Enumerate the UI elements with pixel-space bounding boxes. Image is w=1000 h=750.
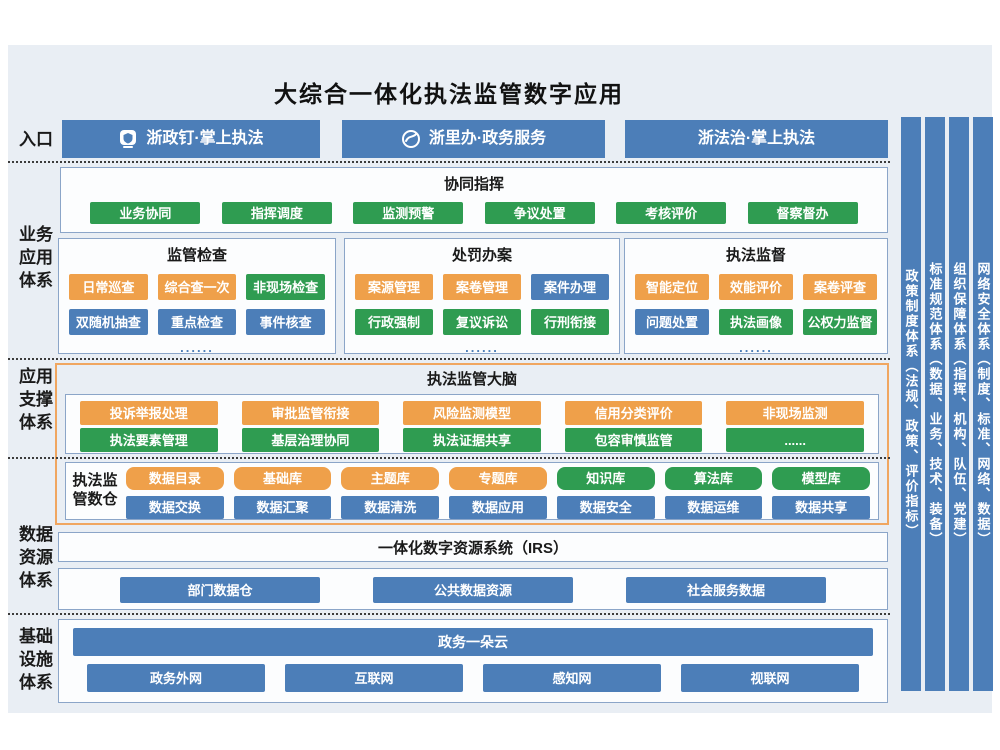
row-label-entry: 入口 xyxy=(19,130,53,149)
brain-item[interactable]: 信用分类评价 xyxy=(564,401,703,425)
warehouse-item[interactable]: 数据运维 xyxy=(664,496,763,519)
group-item[interactable]: 行政强制 xyxy=(355,309,433,335)
brain-item[interactable]: 基层治理协同 xyxy=(241,428,380,452)
warehouse-item[interactable]: 基础库 xyxy=(233,467,332,490)
warehouse-label: 执法监管数仓 xyxy=(72,472,118,508)
collab-item[interactable]: 争议处置 xyxy=(484,202,595,224)
group-item[interactable]: 公权力监督 xyxy=(803,309,877,335)
brain-box: 投诉举报处理 审批监管衔接 风险监测模型 信用分类评价 非现场监测 执法要素管理… xyxy=(65,394,879,454)
group-item[interactable]: 复议诉讼 xyxy=(443,309,521,335)
warehouse-item[interactable]: 数据安全 xyxy=(556,496,655,519)
collab-item[interactable]: 督察督办 xyxy=(747,202,858,224)
collab-title: 协同指挥 xyxy=(443,176,504,193)
irs-box: 一体化数字资源系统（IRS） xyxy=(58,532,888,562)
circle-swoosh-icon xyxy=(401,129,421,149)
brain-title: 执法监管大脑 xyxy=(426,371,517,388)
group-item[interactable]: 案卷评查 xyxy=(803,274,877,300)
warehouse-item[interactable]: 模型库 xyxy=(772,467,870,490)
group-item[interactable]: 案卷管理 xyxy=(443,274,521,300)
data-source-item[interactable]: 部门数据仓 xyxy=(120,577,320,603)
warehouse-item[interactable]: 知识库 xyxy=(556,467,655,490)
collab-item[interactable]: 业务协同 xyxy=(90,202,201,224)
collab-item[interactable]: 考核评价 xyxy=(616,202,727,224)
more-dots: ...... xyxy=(739,340,773,355)
warehouse-item[interactable]: 数据目录 xyxy=(126,467,224,490)
section-divider xyxy=(8,457,890,459)
group-box-punishment: 处罚办案 案源管理 案卷管理 案件办理 行政强制 复议诉讼 行刑衔接 .....… xyxy=(344,238,620,354)
infrastructure-box: 政务一朵云 政务外网 互联网 感知网 视联网 xyxy=(58,619,888,703)
group-item[interactable]: 日常巡查 xyxy=(69,274,148,300)
brain-item[interactable]: 非现场监测 xyxy=(726,401,864,425)
page-title: 大综合一体化执法监管数字应用 xyxy=(274,81,624,107)
group-item[interactable]: 智能定位 xyxy=(635,274,709,300)
brain-item[interactable]: 审批监管衔接 xyxy=(241,401,380,425)
warehouse-item[interactable]: 算法库 xyxy=(664,467,763,490)
group-title: 监管检查 xyxy=(166,247,227,264)
data-source-item[interactable]: 社会服务数据 xyxy=(626,577,826,603)
group-item[interactable]: 执法画像 xyxy=(719,309,793,335)
group-item[interactable]: 双随机抽查 xyxy=(69,309,148,335)
group-item[interactable]: 综合查一次 xyxy=(157,274,237,300)
warehouse-item[interactable]: 主题库 xyxy=(341,467,440,490)
group-item[interactable]: 效能评价 xyxy=(719,274,793,300)
group-title: 处罚办案 xyxy=(451,247,512,264)
collab-item[interactable]: 指挥调度 xyxy=(221,202,332,224)
network-item[interactable]: 感知网 xyxy=(483,664,661,692)
brain-item[interactable]: 包容审慎监管 xyxy=(564,428,703,452)
entry-app-zhefazhi[interactable]: 浙法治·掌上执法 xyxy=(625,120,888,158)
more-dots: ...... xyxy=(465,340,499,355)
network-item[interactable]: 互联网 xyxy=(285,664,463,692)
network-item[interactable]: 政务外网 xyxy=(87,664,265,692)
row-label-data: 数据资源体系 xyxy=(19,525,53,590)
badge-shield-icon xyxy=(118,129,138,149)
collab-command-box: 协同指挥 业务协同 指挥调度 监测预警 争议处置 考核评价 督察督办 xyxy=(60,167,888,233)
brain-item[interactable]: 执法证据共享 xyxy=(403,428,541,452)
entry-app-zhezhengding[interactable]: 浙政钉·掌上执法 xyxy=(62,120,320,158)
pillar-standard-system: 标准规范体系（数据、业务、技术、装备） xyxy=(925,117,945,691)
group-item[interactable]: 事件核查 xyxy=(246,309,326,335)
pillar-organization-system: 组织保障体系（指挥、机构、队伍、党建） xyxy=(949,117,969,691)
pillar-policy-system: 政策制度体系（法规、政策、评价指标） xyxy=(901,117,921,691)
data-sources-box: 部门数据仓 公共数据资源 社会服务数据 xyxy=(58,568,888,610)
warehouse-item[interactable]: 专题库 xyxy=(449,467,547,490)
diagram-panel: 大综合一体化执法监管数字应用 入口 业务应用体系 应用支撑体系 数据资源体系 基… xyxy=(8,45,993,713)
entry-app-label: 浙政钉·掌上执法 xyxy=(146,130,264,147)
entry-app-label: 浙里办·政务服务 xyxy=(428,130,547,147)
section-divider xyxy=(8,161,890,163)
gov-cloud-bar[interactable]: 政务一朵云 xyxy=(73,628,873,656)
section-divider xyxy=(8,613,890,615)
group-item[interactable]: 案件办理 xyxy=(531,274,609,300)
section-divider xyxy=(8,358,890,360)
group-item[interactable]: 案源管理 xyxy=(355,274,433,300)
group-item[interactable]: 问题处置 xyxy=(635,309,709,335)
warehouse-item[interactable]: 数据汇聚 xyxy=(233,496,332,519)
group-box-inspection: 监管检查 日常巡查 综合查一次 非现场检查 双随机抽查 重点检查 事件核查 ..… xyxy=(58,238,336,354)
warehouse-box: 执法监管数仓 数据目录 基础库 主题库 专题库 知识库 算法库 模型库 数据交换… xyxy=(65,462,879,520)
warehouse-item[interactable]: 数据交换 xyxy=(126,496,224,519)
group-title: 执法监督 xyxy=(725,247,786,264)
network-item[interactable]: 视联网 xyxy=(681,664,859,692)
brain-item[interactable]: 投诉举报处理 xyxy=(80,401,218,425)
group-item[interactable]: 非现场检查 xyxy=(246,274,326,300)
warehouse-item[interactable]: 数据清洗 xyxy=(341,496,440,519)
group-item[interactable]: 行刑衔接 xyxy=(531,309,609,335)
warehouse-item[interactable]: 数据应用 xyxy=(449,496,547,519)
row-label-infra: 基础设施体系 xyxy=(19,627,53,692)
brain-item[interactable]: ...... xyxy=(726,428,864,452)
row-label-support: 应用支撑体系 xyxy=(19,367,53,432)
brain-item[interactable]: 执法要素管理 xyxy=(80,428,218,452)
data-source-item[interactable]: 公共数据资源 xyxy=(373,577,573,603)
more-dots: ...... xyxy=(180,340,214,355)
warehouse-item[interactable]: 数据共享 xyxy=(772,496,870,519)
support-frame: 执法监管大脑 投诉举报处理 审批监管衔接 风险监测模型 信用分类评价 非现场监测… xyxy=(55,363,889,525)
collab-item[interactable]: 监测预警 xyxy=(353,202,464,224)
brain-item[interactable]: 风险监测模型 xyxy=(403,401,541,425)
row-label-business: 业务应用体系 xyxy=(19,225,53,290)
group-box-supervision: 执法监督 智能定位 效能评价 案卷评查 问题处置 执法画像 公权力监督 ....… xyxy=(624,238,888,354)
entry-app-zheliban[interactable]: 浙里办·政务服务 xyxy=(342,120,605,158)
entry-app-label: 浙法治·掌上执法 xyxy=(697,130,816,147)
pillar-network-security-system: 网络安全体系（制度、标准、网络、数据） xyxy=(973,117,993,691)
group-item[interactable]: 重点检查 xyxy=(157,309,237,335)
irs-title: 一体化数字资源系统（IRS） xyxy=(377,540,568,557)
